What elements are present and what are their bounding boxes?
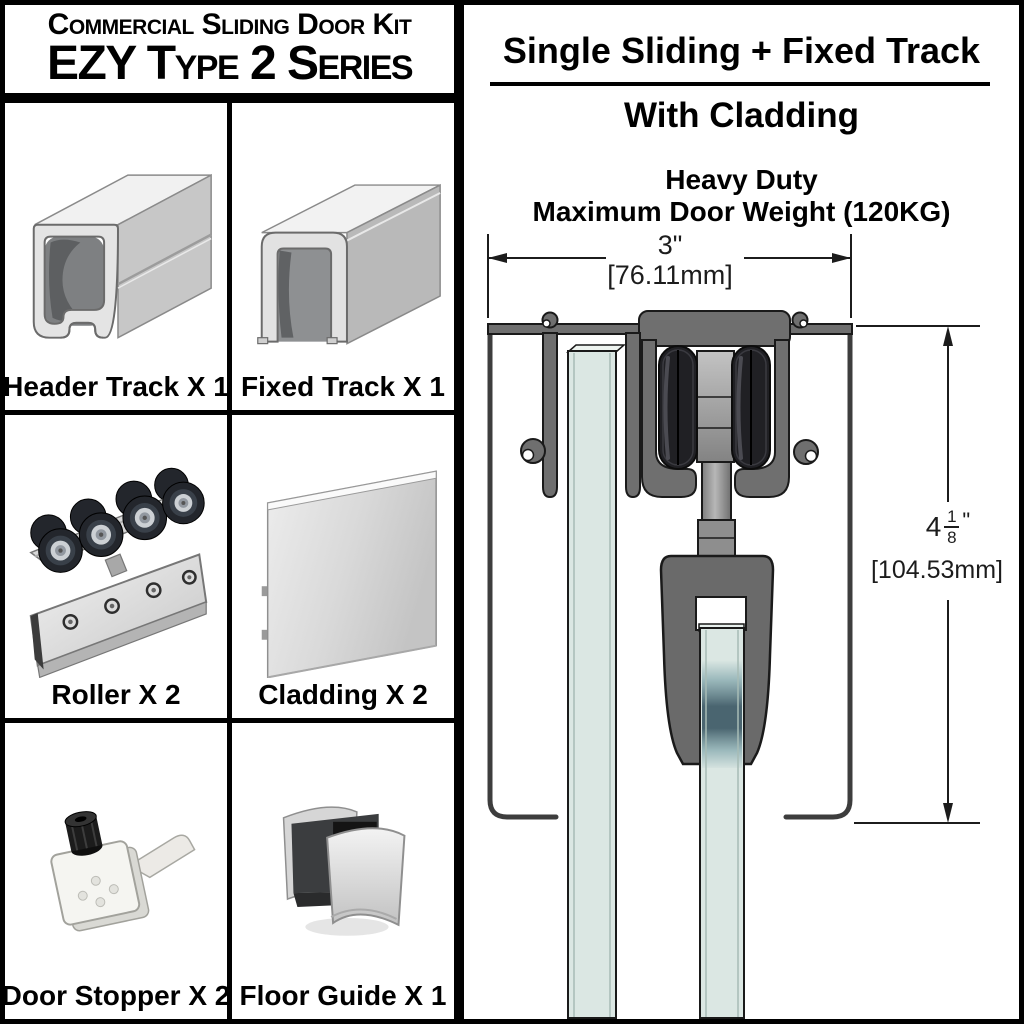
width-dim-mm: [76.11mm] xyxy=(607,260,733,290)
panel-divider xyxy=(454,0,464,1024)
part-label: Floor Guide X 1 xyxy=(239,980,447,1011)
part-label: Roller X 2 xyxy=(51,679,181,710)
height-dim-unit: " xyxy=(962,508,971,533)
part-card-roller: Roller X 2 xyxy=(5,415,227,718)
header-track-top xyxy=(638,310,791,347)
hanger-axle-block xyxy=(696,350,735,463)
fixed-glass-panel xyxy=(567,350,617,1019)
part-label: Cladding X 2 xyxy=(258,679,428,710)
part-label: Header Track X 1 xyxy=(5,371,227,402)
heading-underline xyxy=(490,82,990,86)
part-label: Door Stopper X 2 xyxy=(5,980,227,1011)
height-arrow-top xyxy=(943,326,953,346)
height-arrow-bottom xyxy=(943,803,953,823)
height-dim-mm: [104.53mm] xyxy=(870,556,1003,584)
part-card-fixed-track: Fixed Track X 1 xyxy=(232,103,454,410)
floor-guide-image xyxy=(282,806,406,936)
width-dim-inches: 3" xyxy=(657,230,683,260)
diagram-panel: Single Sliding + Fixed Track With Claddi… xyxy=(464,0,1019,1024)
cladding-image xyxy=(261,470,437,678)
part-card-cladding: Cladding X 2 xyxy=(232,415,454,718)
diagram-max-weight: Maximum Door Weight (120KG) xyxy=(532,196,951,227)
width-arrow-right xyxy=(832,253,851,263)
part-label: Fixed Track X 1 xyxy=(241,371,445,402)
kit-title: Commercial Sliding Door Kit EZY Type 2 S… xyxy=(5,5,454,98)
roller-wheel-left xyxy=(658,345,698,470)
fixed-track-image xyxy=(257,183,441,345)
part-card-floor-guide: Floor Guide X 1 xyxy=(232,723,454,1019)
header-track-image xyxy=(32,173,212,339)
height-dim-inches: 4 1 8 " xyxy=(881,508,1015,546)
diagram-heading-main: Single Sliding + Fixed Track xyxy=(502,30,981,71)
roller-image xyxy=(29,467,208,678)
cladding-hook-left xyxy=(520,438,546,464)
kit-title-line1: Commercial Sliding Door Kit xyxy=(47,8,412,41)
fixed-track-wall-right xyxy=(625,332,641,499)
height-dim-fraction: 1 8 xyxy=(944,508,960,546)
parts-grid: Header Track X 1 Fixed Track X 1 xyxy=(5,98,454,1019)
door-stopper-image xyxy=(50,811,196,932)
cladding-hook-right xyxy=(793,439,819,465)
part-card-door-stopper: Door Stopper X 2 xyxy=(5,723,227,1019)
cladding-leg-left xyxy=(487,329,559,820)
cross-section-diagram xyxy=(487,234,980,1019)
height-dimension-lines xyxy=(854,325,980,824)
fixed-track-wall-left xyxy=(542,332,558,499)
kit-title-line2: EZY Type 2 Series xyxy=(46,37,414,90)
part-card-header-track: Header Track X 1 xyxy=(5,103,227,410)
cladding-leg-right xyxy=(783,329,853,820)
roller-wheel-right xyxy=(731,345,771,470)
height-dim-whole: 4 xyxy=(925,511,942,542)
diagram-duty: Heavy Duty xyxy=(665,164,818,195)
diagram-heading-sub: With Cladding xyxy=(624,96,859,135)
parts-panel: Commercial Sliding Door Kit EZY Type 2 S… xyxy=(0,0,459,1024)
header-track-wall-right xyxy=(734,339,790,498)
header-track-wall-left xyxy=(641,339,697,498)
clamp-glass-tint xyxy=(702,660,742,768)
hanger-stem xyxy=(701,461,732,521)
width-arrow-left xyxy=(488,253,507,263)
